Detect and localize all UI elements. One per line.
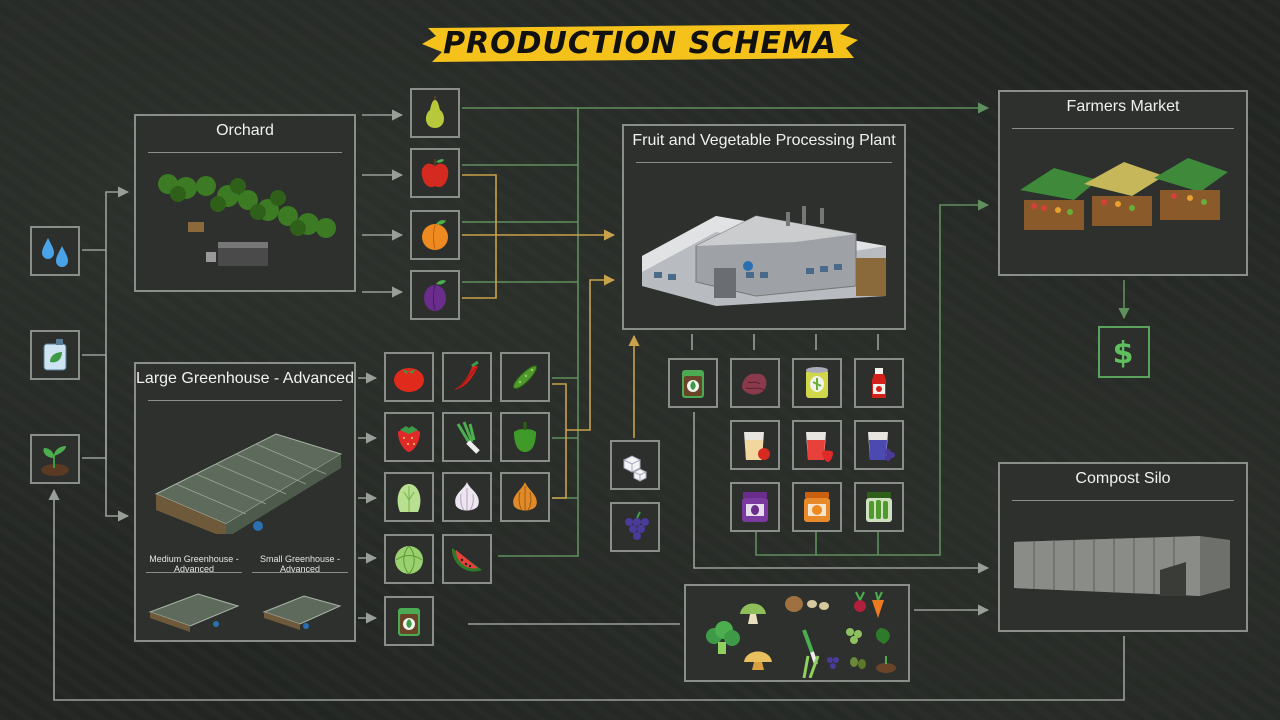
divider <box>252 572 348 573</box>
mushroom-icon <box>740 603 766 624</box>
processing-plant-illustration <box>642 206 886 306</box>
large-greenhouse-illustration <box>154 433 343 534</box>
fertilizer-canister-icon <box>30 330 80 380</box>
carrot-icon <box>872 591 884 618</box>
apple-icon <box>410 148 460 198</box>
grape-juice-icon <box>854 420 904 470</box>
peach-icon <box>410 210 460 260</box>
compost-ingredients-panel <box>684 584 910 682</box>
ketchup-icon <box>854 358 904 408</box>
grapes-icon <box>827 657 839 669</box>
orchard-panel[interactable]: Orchard <box>134 114 356 292</box>
pear-icon <box>410 88 460 138</box>
page-title: PRODUCTION SCHEMA <box>443 26 837 61</box>
plum-jam-icon <box>730 482 780 532</box>
pepper-icon <box>500 412 550 462</box>
medium-greenhouse-label: Medium Greenhouse - Advanced <box>149 554 239 574</box>
processing-plant-panel[interactable]: Fruit and Vegetable Processing Plant <box>622 124 906 330</box>
divider <box>636 162 892 163</box>
divider <box>1012 128 1234 129</box>
apple-juice-icon <box>730 420 780 470</box>
orchard-title: Orchard <box>216 122 274 139</box>
garlic-icon <box>442 472 492 522</box>
small-greenhouse-label: Small Greenhouse - Advanced <box>259 554 341 574</box>
leek-icon <box>802 629 818 665</box>
lettuce-icon <box>384 472 434 522</box>
spinach-icon <box>875 628 890 644</box>
onion-icon <box>500 472 550 522</box>
spring-onion-icon <box>442 412 492 462</box>
divider <box>148 400 342 401</box>
greenhouse-title: Large Greenhouse - Advanced <box>136 370 354 387</box>
chanterelle-icon <box>744 651 772 670</box>
broccoli-icon <box>706 621 740 654</box>
farmers-market-title: Farmers Market <box>1066 98 1180 115</box>
sugar-icon <box>610 440 660 490</box>
title-banner: PRODUCTION SCHEMA <box>420 16 860 70</box>
compost-bag-icon <box>384 596 434 646</box>
olives-icon <box>850 657 866 669</box>
plum-icon <box>410 270 460 320</box>
beans-icon <box>807 600 829 610</box>
divider <box>146 572 242 573</box>
compost-sprout-icon <box>30 434 80 484</box>
tomato-icon <box>384 352 434 402</box>
chili-icon <box>442 352 492 402</box>
sprouts-icon <box>846 628 862 644</box>
dried-fruit-icon <box>730 358 780 408</box>
svg-text:$: $ <box>1113 336 1134 370</box>
divider <box>148 152 342 153</box>
compost-silo-panel[interactable]: Compost Silo <box>998 462 1248 632</box>
grapes-icon <box>610 502 660 552</box>
pickles-jar-icon <box>854 482 904 532</box>
compost-silo-title: Compost Silo <box>1075 470 1171 487</box>
small-greenhouse-illustration <box>262 595 342 630</box>
compost-icon <box>876 656 896 673</box>
potato-icon <box>785 596 803 612</box>
water-drops-icon <box>30 226 80 276</box>
medium-greenhouse-illustration <box>148 593 240 632</box>
canned-food-icon <box>792 358 842 408</box>
compost-ingredients-illustration <box>706 591 896 678</box>
processing-plant-title: Fruit and Vegetable Processing Plant <box>632 132 896 149</box>
strawberry-juice-icon <box>792 420 842 470</box>
asparagus-icon <box>802 655 820 678</box>
dollar-icon: $ <box>1098 326 1150 378</box>
strawberry-icon <box>384 412 434 462</box>
beet-icon <box>854 591 866 612</box>
peach-jam-icon <box>792 482 842 532</box>
cucumber-icon <box>500 352 550 402</box>
market-stalls-illustration <box>1020 158 1228 230</box>
farmers-market-panel[interactable]: Farmers Market <box>998 90 1248 276</box>
watermelon-icon <box>442 534 492 584</box>
cabbage-icon <box>384 534 434 584</box>
orchard-illustration <box>158 174 336 266</box>
divider <box>1012 500 1234 501</box>
compost-silo-illustration <box>1014 536 1230 596</box>
compost-bag-icon <box>668 358 718 408</box>
title-brush-shape <box>422 24 858 62</box>
greenhouse-panel[interactable]: Large Greenhouse - Advanced Medium Green… <box>134 362 356 642</box>
